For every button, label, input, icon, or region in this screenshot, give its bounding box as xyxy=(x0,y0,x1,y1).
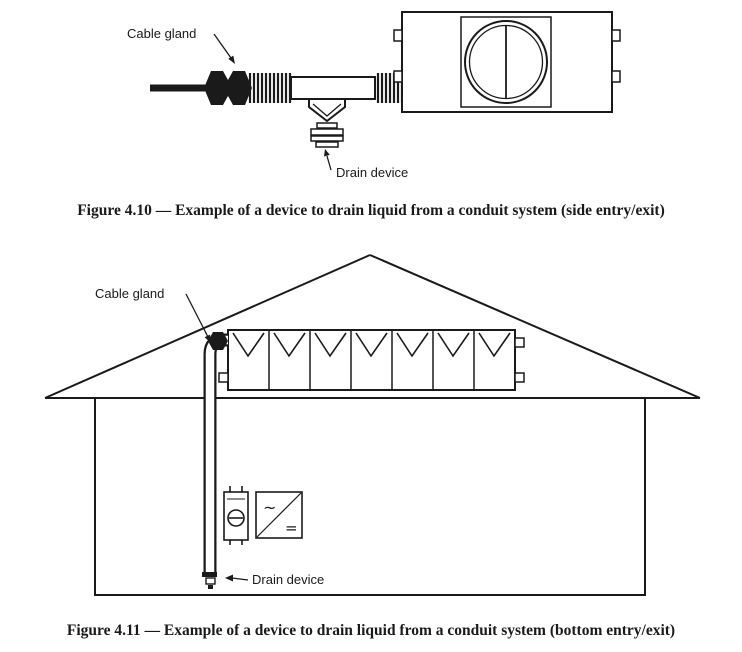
panel-dividers xyxy=(268,330,475,390)
switch-knob-icon xyxy=(227,509,245,527)
cable-gland-icon xyxy=(208,332,228,350)
drain-funnel-chevron xyxy=(312,103,342,117)
junction-box-tab xyxy=(611,70,621,83)
figure-4-10-diagram: Cable gland Drain device xyxy=(127,11,621,180)
conduit-body-tab xyxy=(514,372,525,383)
conduit-body-tab xyxy=(218,372,229,383)
drain-funnel xyxy=(308,98,346,123)
junction-box-inner-square xyxy=(460,16,552,108)
junction-box-cover-outer xyxy=(464,20,548,104)
flexible-conduit-left xyxy=(248,73,292,103)
figure-4-10-caption: Figure 4.10 — Example of a device to dra… xyxy=(77,202,665,219)
figure-4-11-caption: Figure 4.11 — Example of a device to dra… xyxy=(66,622,676,639)
cable-gland-icon xyxy=(204,71,252,105)
roof-left-slope xyxy=(44,254,371,399)
cable-gland-leader xyxy=(185,293,209,338)
roof-right-slope xyxy=(369,254,701,399)
junction-box-tab xyxy=(393,70,403,83)
drain-device-label: Drain device xyxy=(336,165,408,180)
inverter-dc-symbol: = xyxy=(285,519,298,537)
junction-box xyxy=(393,11,621,113)
cable-gland-arrowhead xyxy=(204,334,211,343)
drain-device-label: Drain device xyxy=(252,572,324,587)
tee-fitting xyxy=(290,76,376,100)
cable-gland-label: Cable gland xyxy=(127,26,196,41)
drain-device-arrowhead xyxy=(225,574,233,582)
inverter: ~ = xyxy=(255,491,303,539)
isolator-switch xyxy=(223,486,249,545)
drain-device-icon xyxy=(310,122,344,148)
house-outline xyxy=(44,254,701,596)
junction-box-tab xyxy=(393,29,403,42)
attic-conduit-body xyxy=(218,329,525,391)
conduit-body-tab xyxy=(514,337,525,348)
house-wall xyxy=(94,397,646,596)
panel-chevrons xyxy=(232,332,511,358)
drain-device-arrowhead xyxy=(324,149,330,157)
inverter-ac-symbol: ~ xyxy=(263,498,276,517)
cable-gland-arrowhead xyxy=(228,55,235,64)
inverter-diagonal xyxy=(256,492,302,538)
cable-gland-label: Cable gland xyxy=(95,286,164,301)
junction-box-tab xyxy=(611,29,621,42)
drain-device-leader xyxy=(326,155,332,171)
cable-gland-leader xyxy=(213,33,232,59)
drain-device-icon xyxy=(202,572,217,589)
figure-4-11-diagram: ~ = Cable gland Drain device xyxy=(44,254,701,596)
drain-device-leader xyxy=(231,577,249,581)
